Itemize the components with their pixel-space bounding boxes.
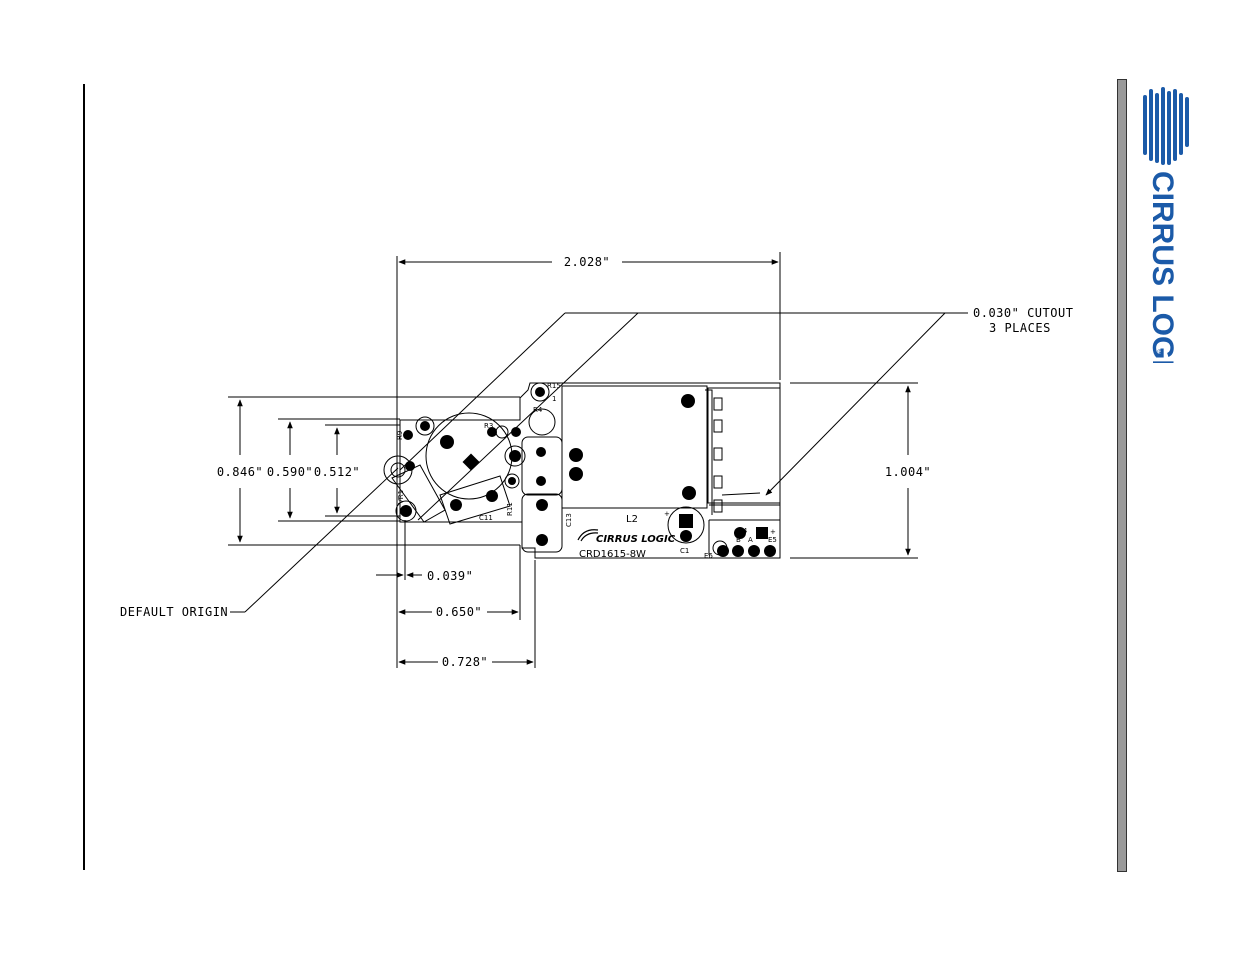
ref-e6: E6 — [704, 552, 713, 560]
ref-c4: C4 — [738, 527, 748, 535]
ref-c1: C1 — [680, 547, 689, 555]
ref-r11: R11 — [506, 502, 514, 516]
ref-b: B — [736, 536, 741, 544]
ref-pin1: 1 — [552, 395, 556, 403]
ref-r9: R9 — [396, 431, 404, 440]
default-origin-note: DEFAULT ORIGIN — [120, 605, 228, 619]
board-silkscreen-logo-mark — [578, 530, 598, 541]
ref-r15: R15 — [547, 382, 561, 390]
dim-height-left-outer: 0.846" — [217, 465, 263, 479]
ref-vr1: VR1 — [397, 490, 405, 504]
ref-e5: E5 — [768, 536, 777, 544]
dim-offset-step-1: 0.650" — [436, 605, 482, 619]
ref-plus-c4: + — [770, 528, 776, 536]
board-silkscreen-logo: CIRRUS LOGIC — [596, 534, 676, 545]
pcb-components — [384, 383, 727, 555]
pcb-pads — [400, 387, 776, 557]
ref-plus-c1: + — [664, 510, 670, 518]
cutout-note-line2: 3 PLACES — [989, 321, 1051, 335]
ref-c13: C13 — [565, 513, 573, 527]
ref-l2: L2 — [626, 514, 638, 525]
dim-width-overall: 2.028" — [564, 255, 610, 269]
dim-offset-origin: 0.039" — [427, 569, 473, 583]
c13-upper-outline — [522, 437, 562, 495]
pcb-outline — [400, 383, 780, 558]
dim-height-left-mid: 0.590" — [267, 465, 313, 479]
cutout-note-line1: 0.030" CUTOUT — [973, 306, 1073, 320]
ref-r3: R3 — [484, 422, 493, 430]
board-name: CRD1615-8W — [579, 549, 646, 560]
c11-outline — [440, 476, 510, 524]
ref-c11: C11 — [479, 514, 493, 522]
dim-offset-step-2: 0.728" — [442, 655, 488, 669]
ref-r4: R4 — [533, 406, 543, 414]
dim-height-right: 1.004" — [885, 465, 931, 479]
ref-a: A — [748, 536, 753, 544]
dim-height-left-inner: 0.512" — [314, 465, 360, 479]
